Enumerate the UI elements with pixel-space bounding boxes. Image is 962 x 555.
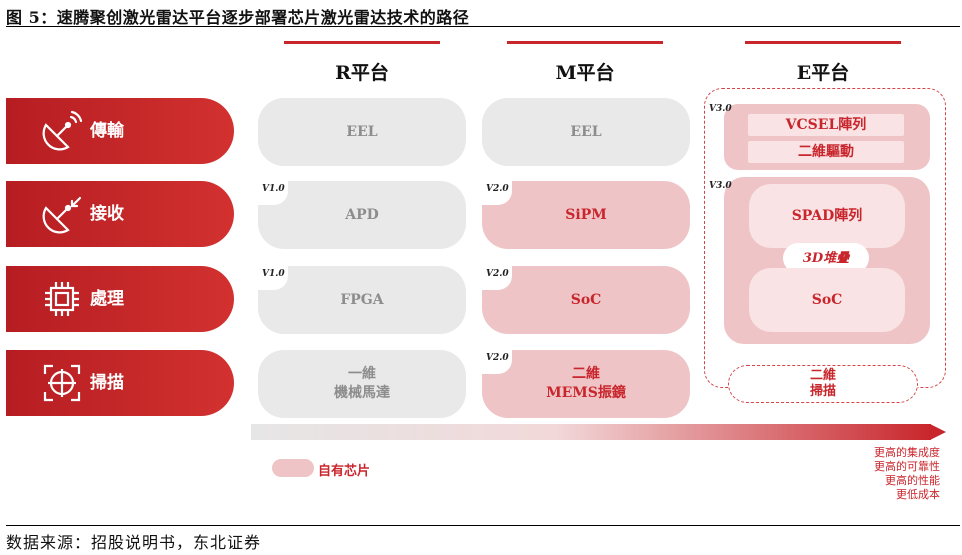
column-bar-r [284, 41, 440, 44]
r-process-version: V1.0 [258, 266, 288, 290]
progress-note: 更低成本 [896, 488, 940, 501]
progress-arrow-bar [251, 424, 931, 440]
source-rule [6, 525, 960, 526]
e-stack-version: V3.0 [709, 181, 732, 191]
m-receive-version: V2.0 [482, 181, 512, 205]
column-bar-m [507, 41, 663, 44]
progress-note: 更高的性能 [885, 474, 940, 487]
m-scan-line1: 二維 [572, 366, 600, 382]
e-transmit-version: V3.0 [709, 104, 732, 114]
row-scan [6, 350, 234, 416]
r-transmit-node: EEL [258, 98, 466, 166]
m-transmit-node: EEL [482, 98, 690, 166]
e-transmit-drive: 二維驅動 [748, 141, 904, 163]
progress-note: 更高的可靠性 [874, 460, 940, 473]
title-rule [6, 26, 960, 27]
legend-label: 自有芯片 [318, 464, 371, 479]
m-scan-version: V2.0 [482, 350, 512, 374]
r-receive-node: APD [258, 181, 466, 249]
row-label-scan: 掃描 [90, 373, 124, 393]
satellite-dish-transmit-icon [40, 109, 84, 153]
row-label-transmit: 傳輸 [90, 121, 124, 141]
figure-title: 图 5：速腾聚创激光雷达平台逐步部署芯片激光雷达技术的路径 [6, 8, 470, 27]
m-process-node: SoC [482, 266, 690, 334]
r-scan-line2: 機械馬達 [334, 385, 390, 401]
column-header-e: E平台 [796, 62, 850, 84]
m-scan-node: 二維 MEMS振鏡 [482, 350, 690, 418]
chip-icon [40, 277, 84, 321]
satellite-dish-receive-icon [40, 192, 84, 236]
column-bar-e [745, 41, 901, 44]
m-receive-node: SiPM [482, 181, 690, 249]
row-label-process: 處理 [90, 289, 124, 309]
column-header-m: M平台 [555, 62, 615, 84]
e-receive-node: SPAD陣列 [749, 184, 905, 248]
progress-arrow-head [930, 424, 946, 440]
row-process [6, 266, 234, 332]
e-scan-line1: 二維 [809, 368, 836, 383]
m-process-version: V2.0 [482, 266, 512, 290]
m-scan-line2: MEMS振鏡 [546, 385, 626, 401]
progress-note: 更高的集成度 [874, 446, 940, 459]
r-receive-version: V1.0 [258, 181, 288, 205]
r-scan-node: 一維 機械馬達 [258, 350, 466, 418]
column-header-r: R平台 [335, 62, 389, 84]
row-label-receive: 接收 [90, 204, 124, 224]
target-scan-icon [40, 361, 84, 405]
e-process-node: SoC [749, 268, 905, 332]
progress-notes: 更高的集成度 更高的可靠性 更高的性能 更低成本 [800, 446, 940, 502]
r-process-node: FPGA [258, 266, 466, 334]
e-transmit-vcsel: VCSEL陣列 [748, 114, 904, 136]
legend-swatch [272, 459, 314, 477]
e-scan-node: 二維 掃描 [728, 365, 918, 403]
e-scan-line2: 掃描 [809, 384, 836, 399]
source-note: 数据来源：招股说明书，东北证券 [6, 533, 262, 552]
r-scan-line1: 一維 [348, 366, 376, 382]
